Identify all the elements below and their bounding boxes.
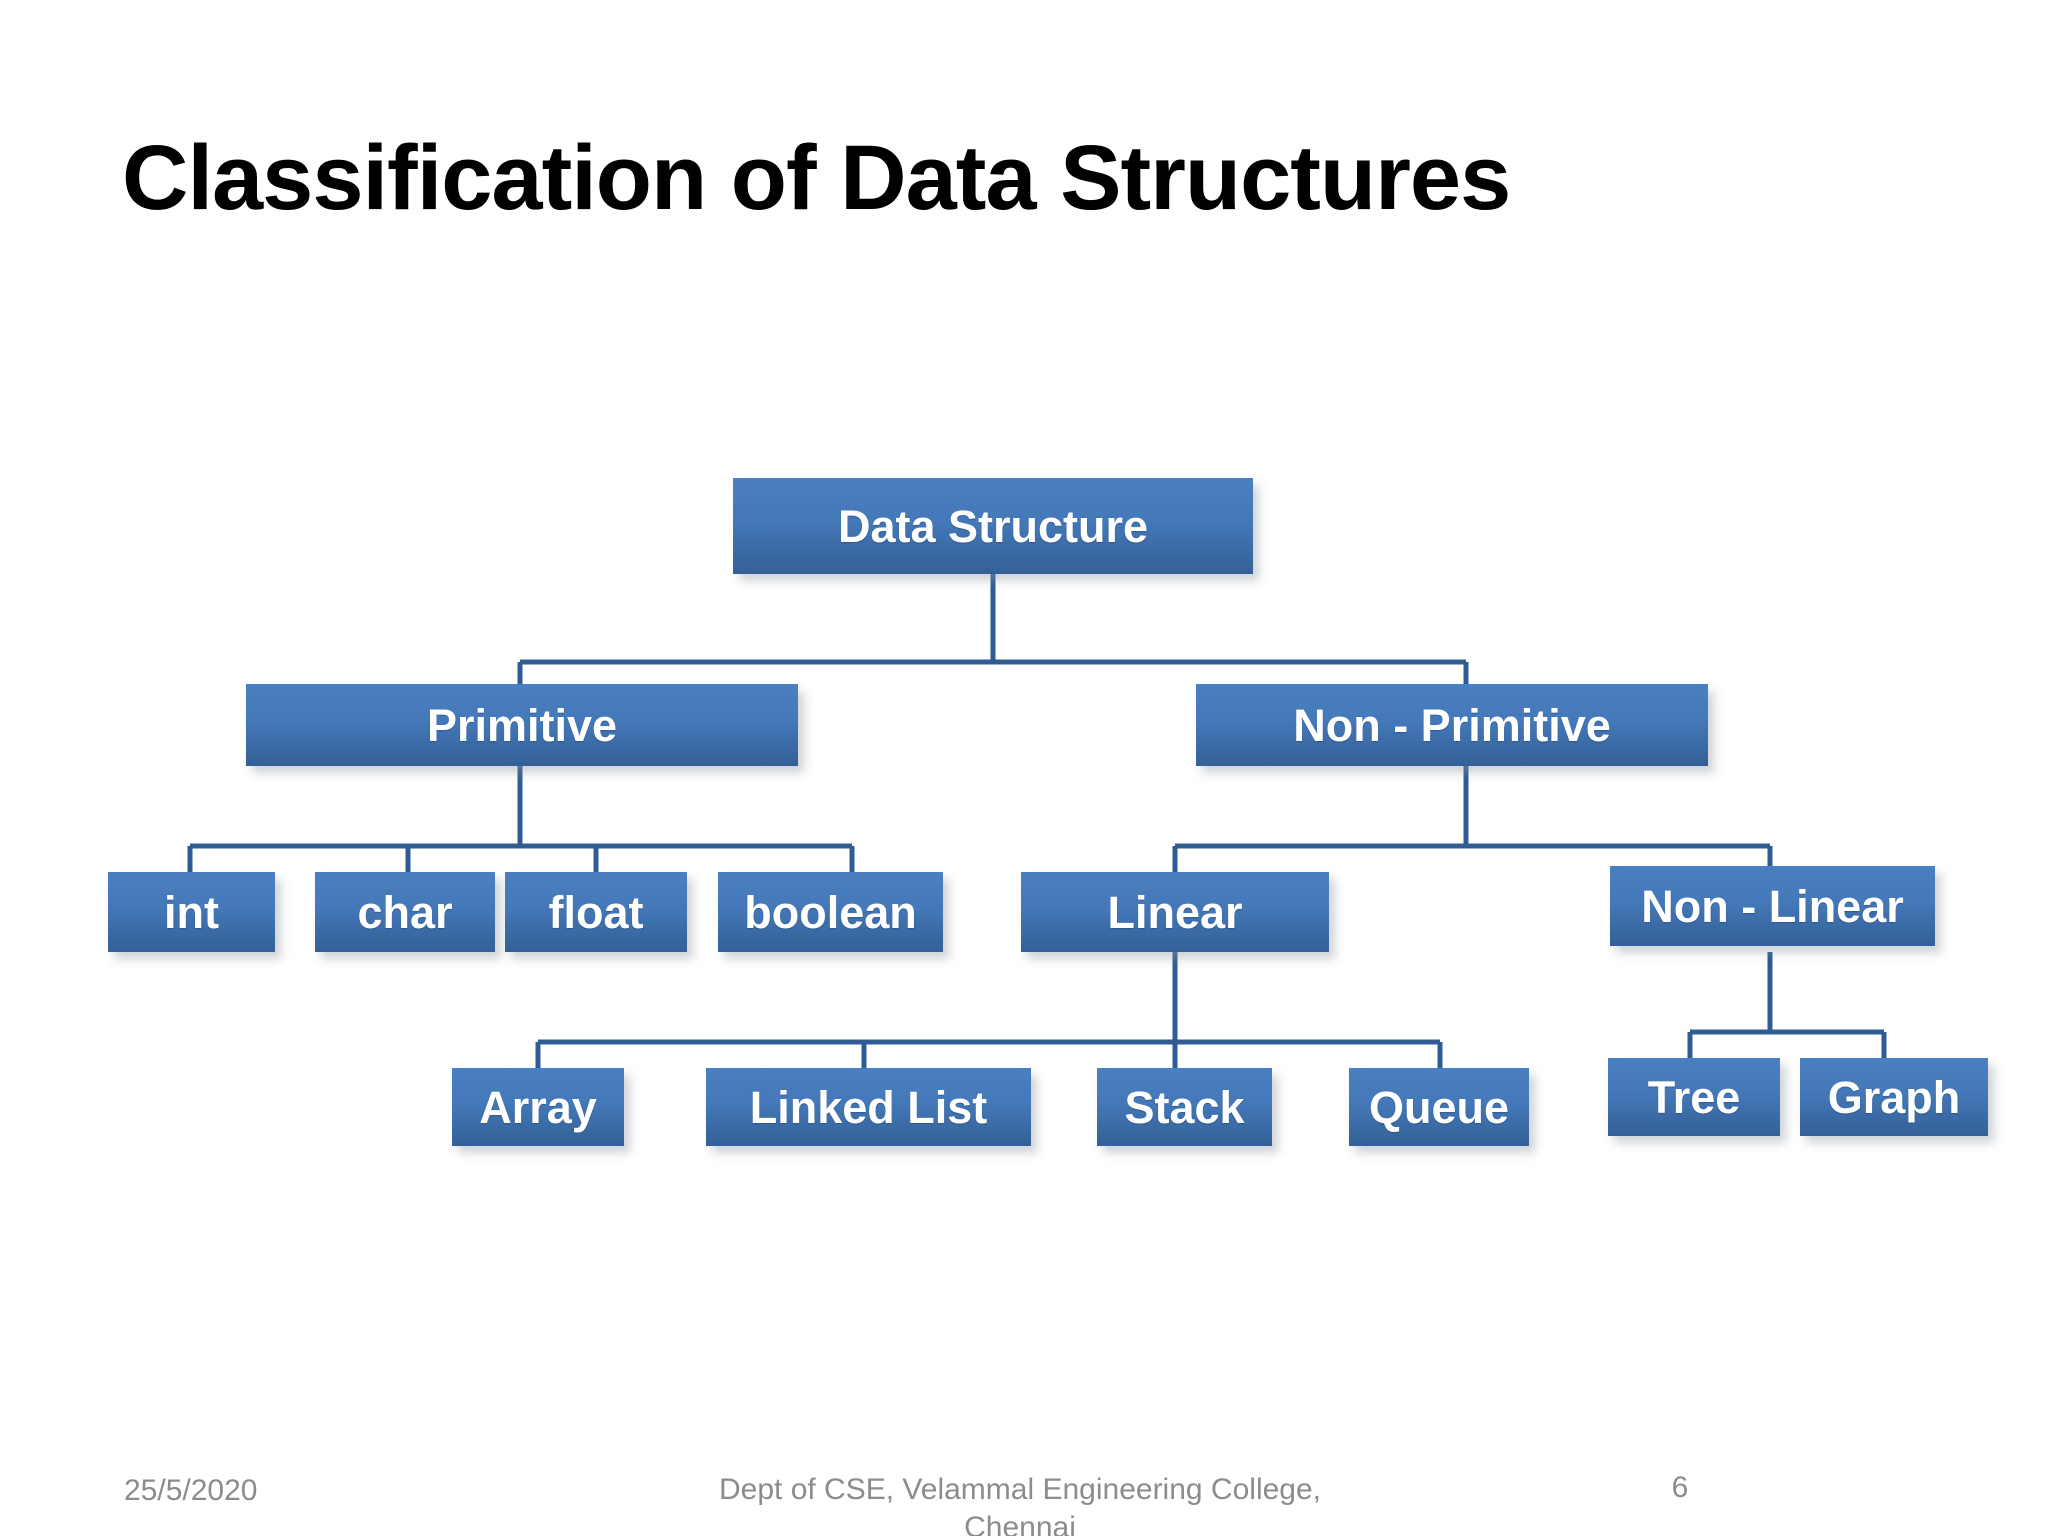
- node-linked-list[interactable]: Linked List: [706, 1068, 1031, 1146]
- node-non-linear[interactable]: Non - Linear: [1610, 866, 1935, 946]
- node-primitive[interactable]: Primitive: [246, 684, 798, 766]
- node-array[interactable]: Array: [452, 1068, 624, 1146]
- node-float[interactable]: float: [505, 872, 687, 952]
- node-boolean[interactable]: boolean: [718, 872, 943, 952]
- node-label: Stack: [1124, 1081, 1245, 1133]
- node-label: Linked List: [749, 1081, 988, 1133]
- page-title: Classification of Data Structures: [122, 127, 1511, 229]
- node-label: Array: [479, 1081, 597, 1133]
- footer-page-number: 6: [1671, 1471, 1689, 1504]
- footer-date: 25/5/2020: [124, 1474, 258, 1507]
- node-linear[interactable]: Linear: [1021, 872, 1329, 952]
- node-label: Primitive: [426, 699, 618, 751]
- node-label: char: [357, 886, 453, 938]
- node-int[interactable]: int: [108, 872, 275, 952]
- node-non-primitive[interactable]: Non - Primitive: [1196, 684, 1708, 766]
- node-label: float: [548, 886, 644, 938]
- node-label: Linear: [1107, 886, 1243, 938]
- node-label: Graph: [1827, 1071, 1961, 1123]
- footer-organization: Dept of CSE, Velammal Engineering Colleg…: [719, 1473, 1321, 1536]
- node-label: boolean: [744, 886, 917, 938]
- node-stack[interactable]: Stack: [1097, 1068, 1272, 1146]
- node-label: Non - Primitive: [1293, 699, 1611, 751]
- node-label: int: [164, 886, 219, 938]
- node-tree[interactable]: Tree: [1608, 1058, 1780, 1136]
- node-label: Non - Linear: [1641, 880, 1904, 932]
- node-char[interactable]: char: [315, 872, 495, 952]
- node-queue[interactable]: Queue: [1349, 1068, 1529, 1146]
- node-label: Queue: [1368, 1081, 1510, 1133]
- node-label: Tree: [1647, 1071, 1741, 1123]
- node-label: Data Structure: [837, 500, 1149, 552]
- node-data-structure[interactable]: Data Structure: [733, 478, 1253, 574]
- node-graph[interactable]: Graph: [1800, 1058, 1988, 1136]
